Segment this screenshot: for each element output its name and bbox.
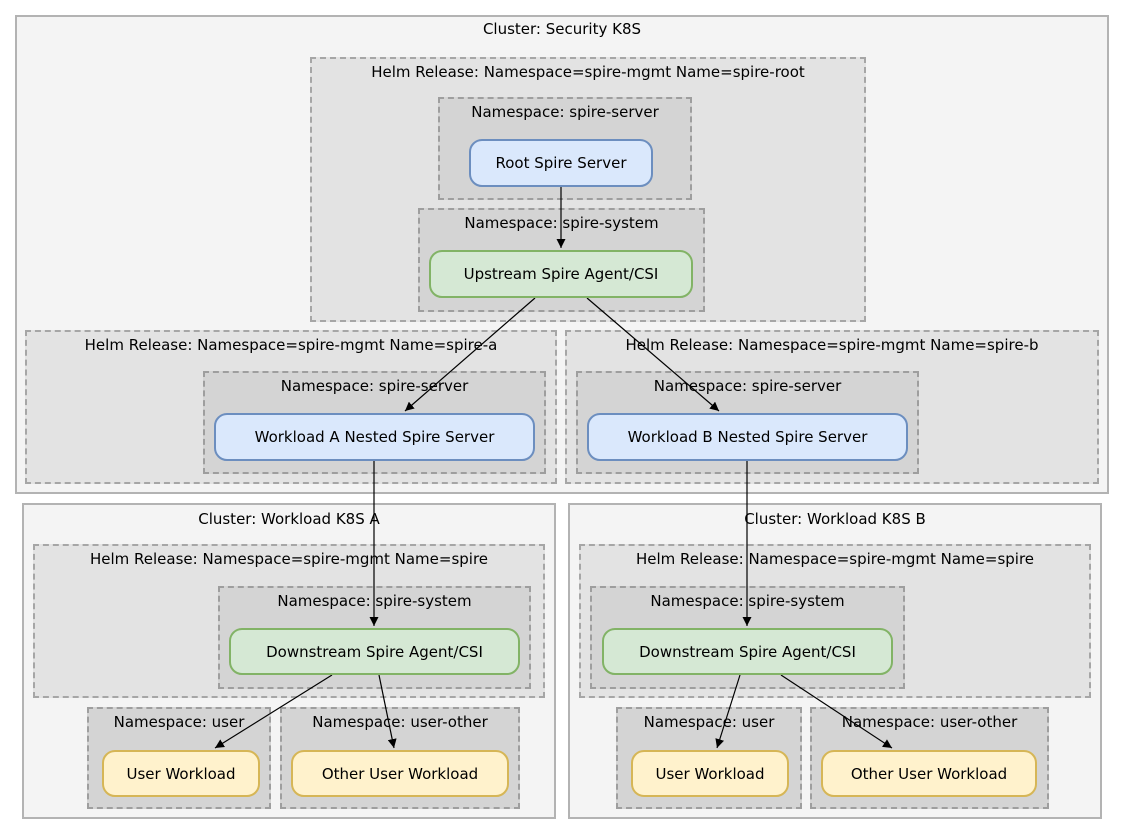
namespace-root-spire-server-label: Namespace: spire-server [471, 103, 659, 121]
helm-release-spire-root-label: Helm Release: Namespace=spire-mgmt Name=… [371, 63, 805, 81]
namespace-a-user-other-label: Namespace: user-other [312, 713, 488, 731]
namespace-b-spire-system-label: Namespace: spire-system [650, 592, 845, 610]
downstream-spire-agent-b-node[interactable]: Downstream Spire Agent/CSI [602, 628, 893, 675]
downstream-spire-agent-a-node[interactable]: Downstream Spire Agent/CSI [229, 628, 520, 675]
workload-a-nested-spire-server-node[interactable]: Workload A Nested Spire Server [214, 413, 535, 461]
namespace-b-user-other-label: Namespace: user-other [841, 713, 1018, 731]
cluster-workload-a-label: Cluster: Workload K8S A [198, 510, 380, 528]
helm-release-workload-a-spire-label: Helm Release: Namespace=spire-mgmt Name=… [89, 550, 489, 568]
root-spire-server-node[interactable]: Root Spire Server [469, 139, 653, 187]
helm-release-spire-b-label: Helm Release: Namespace=spire-mgmt Name=… [625, 336, 1039, 354]
helm-release-workload-b-spire-label: Helm Release: Namespace=spire-mgmt Name=… [635, 550, 1035, 568]
other-user-workload-a-node[interactable]: Other User Workload [291, 750, 509, 797]
user-workload-a-node[interactable]: User Workload [102, 750, 260, 797]
namespace-b-user-label: Namespace: user [643, 713, 775, 731]
cluster-workload-b-label: Cluster: Workload K8S B [744, 510, 926, 528]
namespace-b-spire-server-label: Namespace: spire-server [653, 377, 842, 395]
cluster-security-label: Cluster: Security K8S [482, 20, 642, 38]
namespace-a-spire-server-label: Namespace: spire-server [280, 377, 469, 395]
helm-release-spire-a-label: Helm Release: Namespace=spire-mgmt Name=… [84, 336, 498, 354]
namespace-root-spire-system-label: Namespace: spire-system [464, 214, 659, 232]
workload-b-nested-spire-server-node[interactable]: Workload B Nested Spire Server [587, 413, 908, 461]
user-workload-b-node[interactable]: User Workload [631, 750, 789, 797]
other-user-workload-b-node[interactable]: Other User Workload [821, 750, 1037, 797]
upstream-spire-agent-node[interactable]: Upstream Spire Agent/CSI [429, 250, 693, 298]
namespace-a-user-label: Namespace: user [113, 713, 245, 731]
namespace-a-spire-system-label: Namespace: spire-system [277, 592, 472, 610]
